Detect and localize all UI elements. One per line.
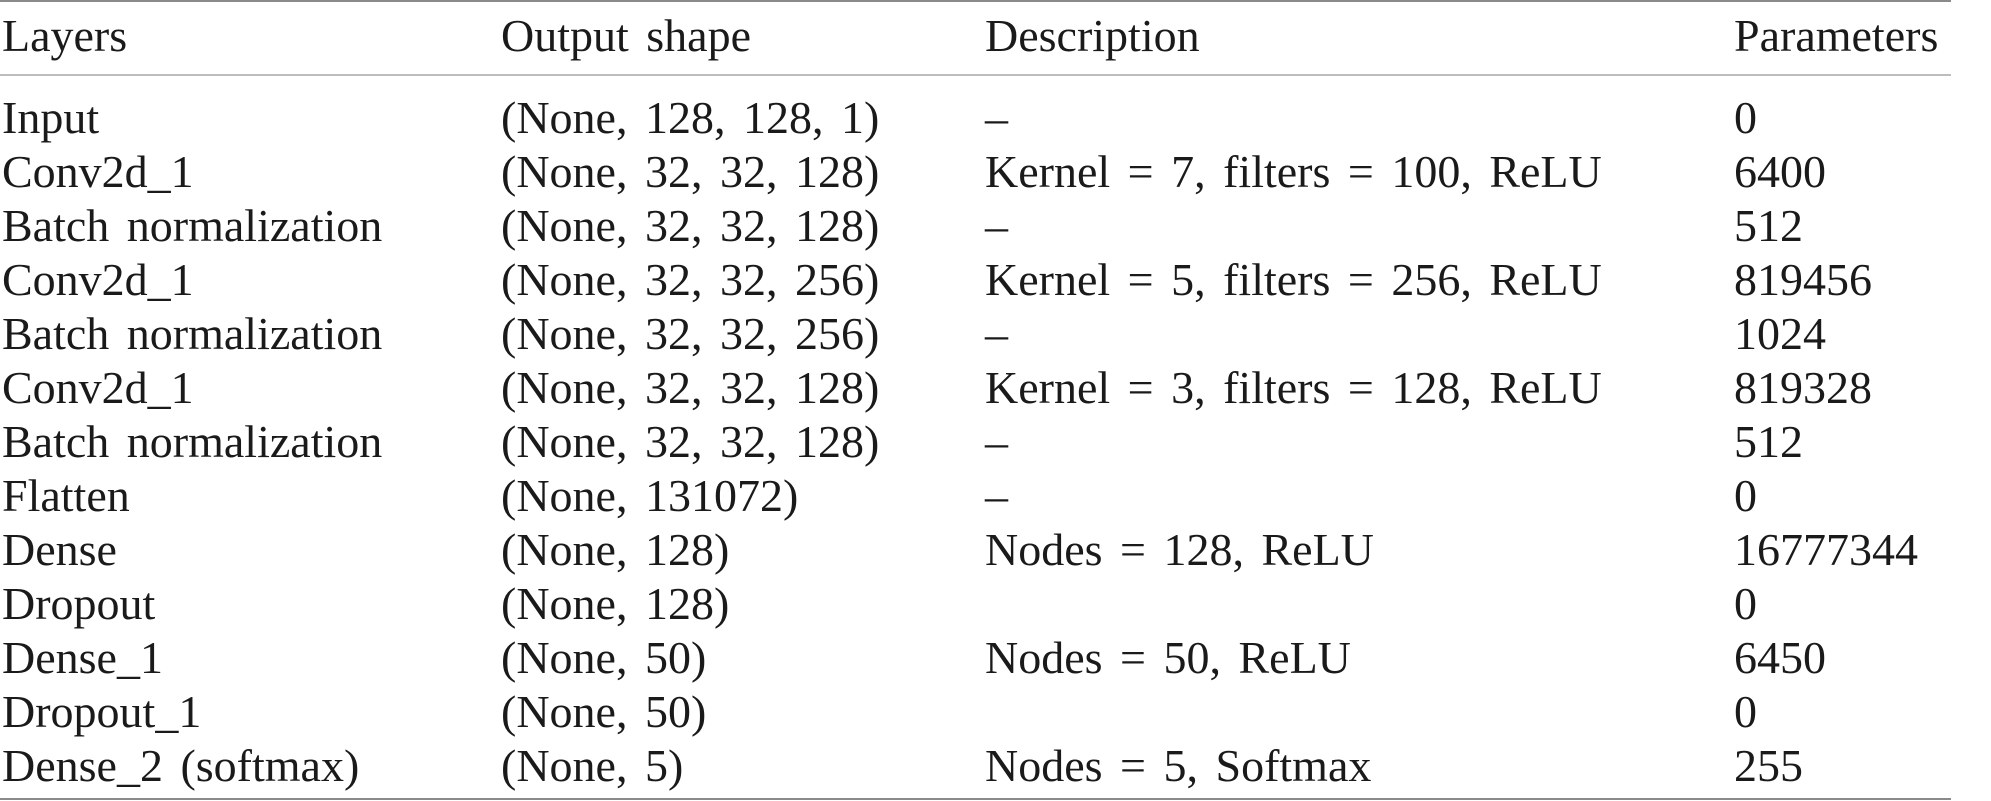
header-rule [0,74,1951,76]
table-row: Batch normalization (None, 32, 32, 128) … [0,199,1951,253]
table-row: Batch normalization (None, 32, 32, 256) … [0,307,1951,361]
top-rule [0,0,1951,2]
cell-layer: Dropout_1 [2,686,202,737]
model-architecture-table: Layers Output shape Description Paramete… [0,0,1951,800]
table-header-row: Layers Output shape Description Paramete… [0,9,1951,63]
header-output-shape: Output shape [501,10,752,61]
cell-description: Kernel = 5, filters = 256, ReLU [985,254,1602,305]
cell-description: – [985,92,1008,143]
cell-output-shape: (None, 50) [501,686,707,737]
cell-parameters: 1024 [1734,308,1826,359]
cell-description: – [985,308,1008,359]
header-description: Description [985,10,1200,61]
cell-output-shape: (None, 128) [501,578,730,629]
cell-layer: Conv2d_1 [2,254,194,305]
cell-layer: Input [2,92,100,143]
cell-output-shape: (None, 32, 32, 128) [501,416,880,467]
cell-output-shape: (None, 128) [501,524,730,575]
cell-layer: Dropout [2,578,156,629]
cell-output-shape: (None, 5) [501,740,684,791]
cell-layer: Conv2d_1 [2,362,194,413]
header-parameters: Parameters [1734,10,1939,61]
cell-parameters: 512 [1734,416,1803,467]
cell-parameters: 6450 [1734,632,1826,683]
table-row: Dense_1 (None, 50) Nodes = 50, ReLU 6450 [0,631,1951,685]
cell-description: Kernel = 3, filters = 128, ReLU [985,362,1602,413]
cell-layer: Dense_2 (softmax) [2,740,360,791]
cell-description: Nodes = 50, ReLU [985,632,1351,683]
table-row: Batch normalization (None, 32, 32, 128) … [0,415,1951,469]
cell-layer: Conv2d_1 [2,146,194,197]
cell-output-shape: (None, 32, 32, 256) [501,254,880,305]
cell-parameters: 819328 [1734,362,1872,413]
cell-output-shape: (None, 32, 32, 256) [501,308,880,359]
cell-description: Nodes = 128, ReLU [985,524,1374,575]
bottom-rule [0,798,1951,800]
table-row: Dropout (None, 128) 0 [0,577,1951,631]
cell-parameters: 512 [1734,200,1803,251]
cell-layer: Flatten [2,470,130,521]
table-row: Conv2d_1 (None, 32, 32, 128) Kernel = 7,… [0,145,1951,199]
cell-parameters: 0 [1734,92,1757,143]
cell-output-shape: (None, 131072) [501,470,799,521]
table-row: Conv2d_1 (None, 32, 32, 128) Kernel = 3,… [0,361,1951,415]
cell-parameters: 0 [1734,686,1757,737]
table-row: Conv2d_1 (None, 32, 32, 256) Kernel = 5,… [0,253,1951,307]
cell-output-shape: (None, 128, 128, 1) [501,92,880,143]
table-row: Flatten (None, 131072) – 0 [0,469,1951,523]
cell-description: – [985,470,1008,521]
cell-description: Kernel = 7, filters = 100, ReLU [985,146,1602,197]
cell-parameters: 16777344 [1734,524,1918,575]
table-row: Dense (None, 128) Nodes = 128, ReLU 1677… [0,523,1951,577]
cell-parameters: 0 [1734,470,1757,521]
cell-parameters: 0 [1734,578,1757,629]
cell-description: Nodes = 5, Softmax [985,740,1372,791]
cell-parameters: 819456 [1734,254,1872,305]
cell-output-shape: (None, 32, 32, 128) [501,362,880,413]
cell-layer: Dense [2,524,117,575]
table-row: Dropout_1 (None, 50) 0 [0,685,1951,739]
cell-description: – [985,200,1008,251]
cell-layer: Batch normalization [2,308,383,359]
cell-parameters: 6400 [1734,146,1826,197]
cell-output-shape: (None, 50) [501,632,707,683]
table-row: Input (None, 128, 128, 1) – 0 [0,91,1951,145]
cell-output-shape: (None, 32, 32, 128) [501,146,880,197]
cell-layer: Dense_1 [2,632,163,683]
header-layers: Layers [2,10,128,61]
cell-layer: Batch normalization [2,200,383,251]
cell-output-shape: (None, 32, 32, 128) [501,200,880,251]
cell-parameters: 255 [1734,740,1803,791]
table-row: Dense_2 (softmax) (None, 5) Nodes = 5, S… [0,739,1951,793]
cell-description: – [985,416,1008,467]
cell-layer: Batch normalization [2,416,383,467]
